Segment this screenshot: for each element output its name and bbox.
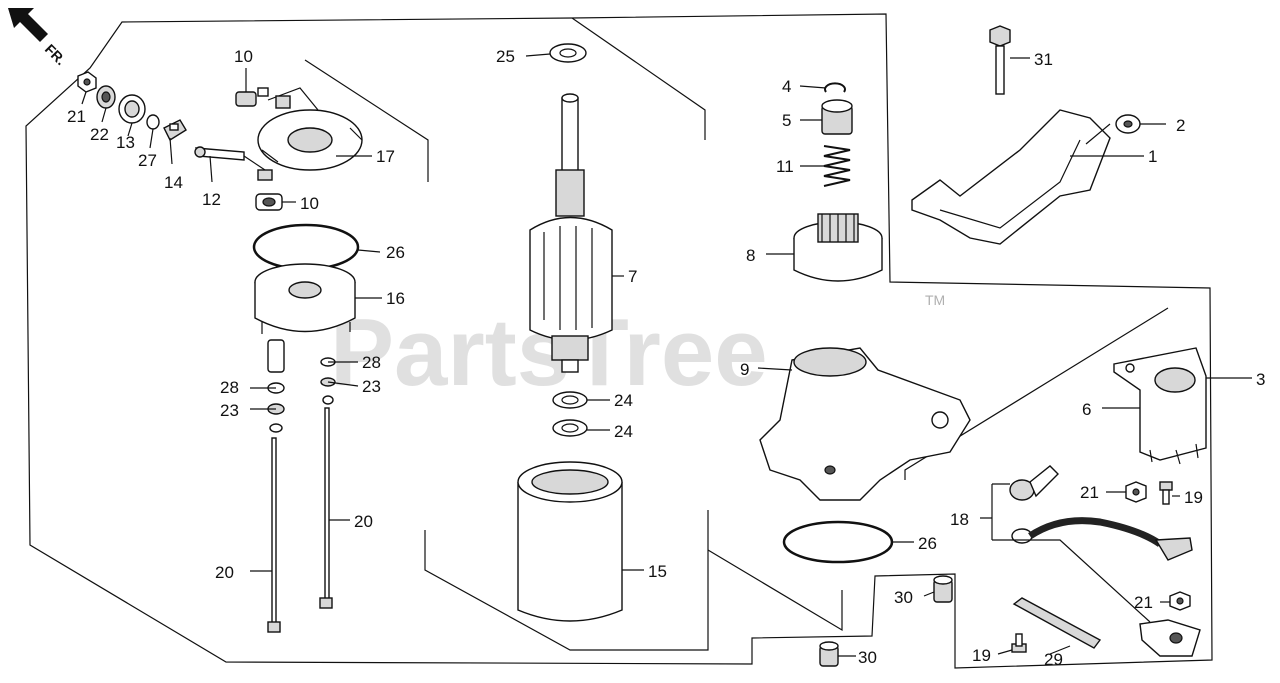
front-arrow-icon [8, 8, 48, 42]
part-24-washer-lower [552, 419, 588, 437]
part-10-insulator-top [235, 87, 269, 107]
part-15-yoke [517, 461, 623, 622]
part-22-bushing [96, 85, 116, 109]
callout-25: 25 [496, 47, 515, 66]
part-ground-cable-terminal [1139, 619, 1201, 657]
part-20-through-bolt-right [319, 407, 333, 609]
callout-labels: 10 21 22 13 27 14 12 17 10 26 16 28 23 2… [67, 47, 1265, 669]
callout-23-left: 23 [220, 401, 239, 420]
housing-group-bracket [904, 307, 1169, 480]
callout-8: 8 [746, 246, 755, 265]
callout-2: 2 [1176, 116, 1185, 135]
part-21-flange-nut-right-upper [1125, 481, 1147, 503]
part-26-o-ring-upper [252, 223, 360, 271]
callout-4: 4 [782, 77, 791, 96]
callout-20-left: 20 [215, 563, 234, 582]
armature-group-bracket [571, 17, 706, 140]
leader-lines [81, 53, 1252, 657]
part-5-stop-collar [821, 99, 853, 135]
yoke-group-bracket [424, 510, 709, 651]
callout-22: 22 [90, 125, 109, 144]
callout-6: 6 [1082, 400, 1091, 419]
part-19-bolt-lower [1011, 633, 1027, 653]
callout-11: 11 [776, 157, 794, 176]
part-16-rear-cover [254, 263, 356, 334]
callout-1: 1 [1148, 147, 1157, 166]
callout-7: 7 [628, 267, 637, 286]
callout-10-bottom: 10 [300, 194, 319, 213]
part-21-flange-nut-right-lower [1169, 591, 1191, 611]
pinion-group-bracket [707, 549, 843, 632]
part-30-collar-upper [933, 575, 953, 603]
part-7-armature [529, 93, 613, 373]
callout-26-lower: 26 [918, 534, 937, 553]
callout-10-top: 10 [234, 47, 253, 66]
callout-16: 16 [386, 289, 405, 308]
part-11-spring [823, 145, 851, 187]
part-18-starter-cable [1009, 465, 1193, 561]
callout-30-lower: 30 [858, 648, 877, 667]
part-14-brush [163, 119, 187, 142]
callout-19-lower: 19 [972, 646, 991, 665]
callout-13: 13 [116, 133, 135, 152]
callout-12: 12 [202, 190, 221, 209]
callout-28-right: 28 [362, 353, 381, 372]
callout-3: 3 [1256, 370, 1265, 389]
part-washer-small-left [269, 423, 283, 433]
callout-24-lower: 24 [614, 422, 633, 441]
part-1-starter-cover [911, 109, 1111, 245]
part-26-o-ring-lower [782, 520, 894, 564]
part-27-o-ring [146, 114, 160, 130]
callout-14: 14 [164, 173, 183, 192]
callout-21-right-lower: 21 [1134, 593, 1153, 612]
callout-19-upper: 19 [1184, 488, 1203, 507]
part-29-cable-strap [1012, 597, 1102, 649]
callout-5: 5 [782, 111, 791, 130]
part-8-pinion [793, 213, 883, 282]
callout-20-right: 20 [354, 512, 373, 531]
callout-30-upper: 30 [894, 588, 913, 607]
part-17-brush-holder [257, 87, 363, 171]
callout-23-right: 23 [362, 377, 381, 396]
part-4-snap-ring [824, 82, 846, 93]
watermark-trademark: TM [925, 292, 945, 308]
part-10-insulator-bottom [255, 193, 283, 211]
callout-29: 29 [1044, 650, 1063, 669]
part-13-bearing [118, 94, 146, 124]
part-2-cable-clamp [1115, 114, 1141, 134]
part-washer-small-right [322, 395, 334, 405]
callout-15: 15 [648, 562, 667, 581]
part-12-terminal-lead [194, 146, 273, 181]
part-sleeve-left [267, 339, 285, 373]
callout-26-upper: 26 [386, 243, 405, 262]
front-direction-indicator: FR. [8, 8, 69, 68]
callout-24-upper: 24 [614, 391, 633, 410]
callout-21-right-upper: 21 [1080, 483, 1099, 502]
part-30-collar-lower [819, 641, 839, 667]
callout-27: 27 [138, 151, 157, 170]
part-31-bolt [989, 25, 1011, 95]
callout-18: 18 [950, 510, 969, 529]
callout-17: 17 [376, 147, 395, 166]
callout-28-left: 28 [220, 378, 239, 397]
brush-holder-group-bracket [304, 59, 429, 182]
part-6-solenoid [1113, 347, 1207, 465]
front-direction-label: FR. [42, 41, 69, 68]
part-25-thrust-washer [549, 43, 587, 63]
callout-31: 31 [1034, 50, 1053, 69]
callout-9: 9 [740, 360, 749, 379]
part-20-through-bolt-left [267, 437, 281, 633]
part-21-flange-nut-left [77, 71, 97, 93]
part-9-front-housing [759, 347, 971, 501]
part-19-bolt-upper [1159, 481, 1173, 505]
callout-21-left: 21 [67, 107, 86, 126]
part-24-washer-upper [552, 391, 588, 409]
assembly-boundary [25, 13, 1213, 669]
